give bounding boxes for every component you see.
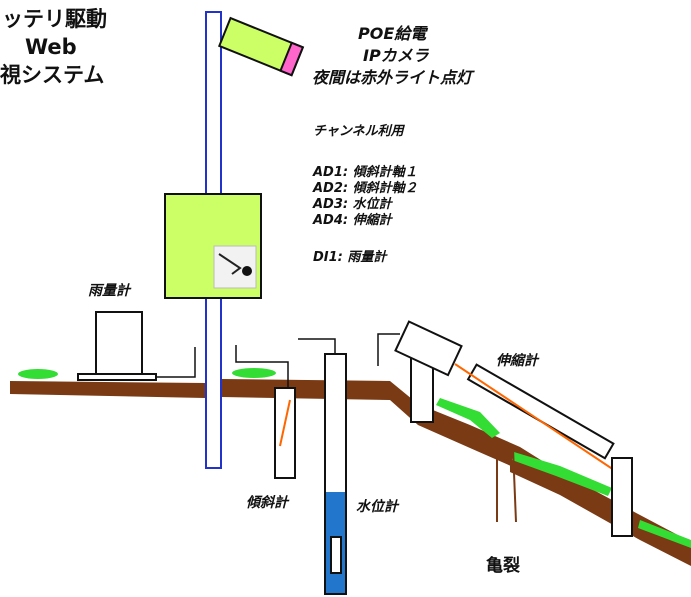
rain-gauge [77, 311, 196, 381]
title-line-3: 視システム [0, 63, 105, 87]
ground-left [10, 381, 205, 398]
grass-2 [232, 368, 276, 378]
grass-3 [436, 398, 500, 438]
inclinometer-cable [235, 345, 289, 388]
channel-ad3: AD3: 水位計 [313, 197, 392, 212]
channel-ad1: AD1: 傾斜計軸１ [313, 165, 418, 180]
rain-gauge-cable [156, 347, 196, 378]
ground-middle [222, 379, 691, 560]
inclinometer-tube [274, 387, 296, 479]
extensometer-wire [454, 363, 627, 479]
camera-note-ip: IPカメラ [363, 46, 429, 65]
camera-lens [279, 41, 305, 77]
water-level-sensor [330, 536, 342, 574]
grass-4 [512, 452, 612, 496]
channel-ad2: AD2: 傾斜計軸２ [313, 181, 418, 196]
crack-line-2 [512, 447, 517, 523]
camera-note-night: 夜間は赤外ライト点灯 [312, 68, 473, 87]
inclinometer-label: 傾斜計 [246, 495, 288, 511]
camera-note-poe: POE給電 [358, 24, 427, 43]
logger-device-badge-icon [242, 266, 252, 276]
rain-gauge-base [77, 373, 157, 381]
rain-gauge-label: 雨量計 [88, 283, 130, 299]
water-level-cable [298, 338, 336, 354]
extensometer-cable [377, 333, 400, 366]
grass-1 [18, 369, 58, 379]
crack-label: 亀裂 [486, 556, 520, 576]
crack-lines [496, 445, 517, 523]
extensometer-head-box [394, 320, 463, 377]
grass [18, 368, 691, 548]
rain-gauge-cylinder [95, 311, 143, 375]
ground-lower [510, 456, 691, 566]
title-line-2: Web [25, 35, 77, 59]
water-level-gauge [298, 338, 347, 595]
extensometer-label: 伸縮計 [496, 353, 538, 369]
title-line-1: ッテリ駆動 [2, 7, 107, 31]
ip-camera [217, 16, 305, 77]
logger-device-cable-icon [218, 253, 242, 275]
grass-5 [638, 520, 691, 548]
extensometer-head [394, 320, 463, 377]
channel-di1: DI1: 雨量計 [313, 250, 387, 265]
ground [10, 379, 691, 566]
extensometer-stake-lower [611, 457, 633, 537]
inclinometer [235, 345, 296, 479]
water-level-label: 水位計 [356, 499, 398, 515]
channel-ad4: AD4: 伸縮計 [313, 213, 392, 228]
extensometer [377, 320, 633, 537]
channels-heading: チャンネル利用 [313, 124, 404, 139]
inclinometer-sensor-line [279, 399, 291, 447]
data-logger [164, 193, 262, 299]
